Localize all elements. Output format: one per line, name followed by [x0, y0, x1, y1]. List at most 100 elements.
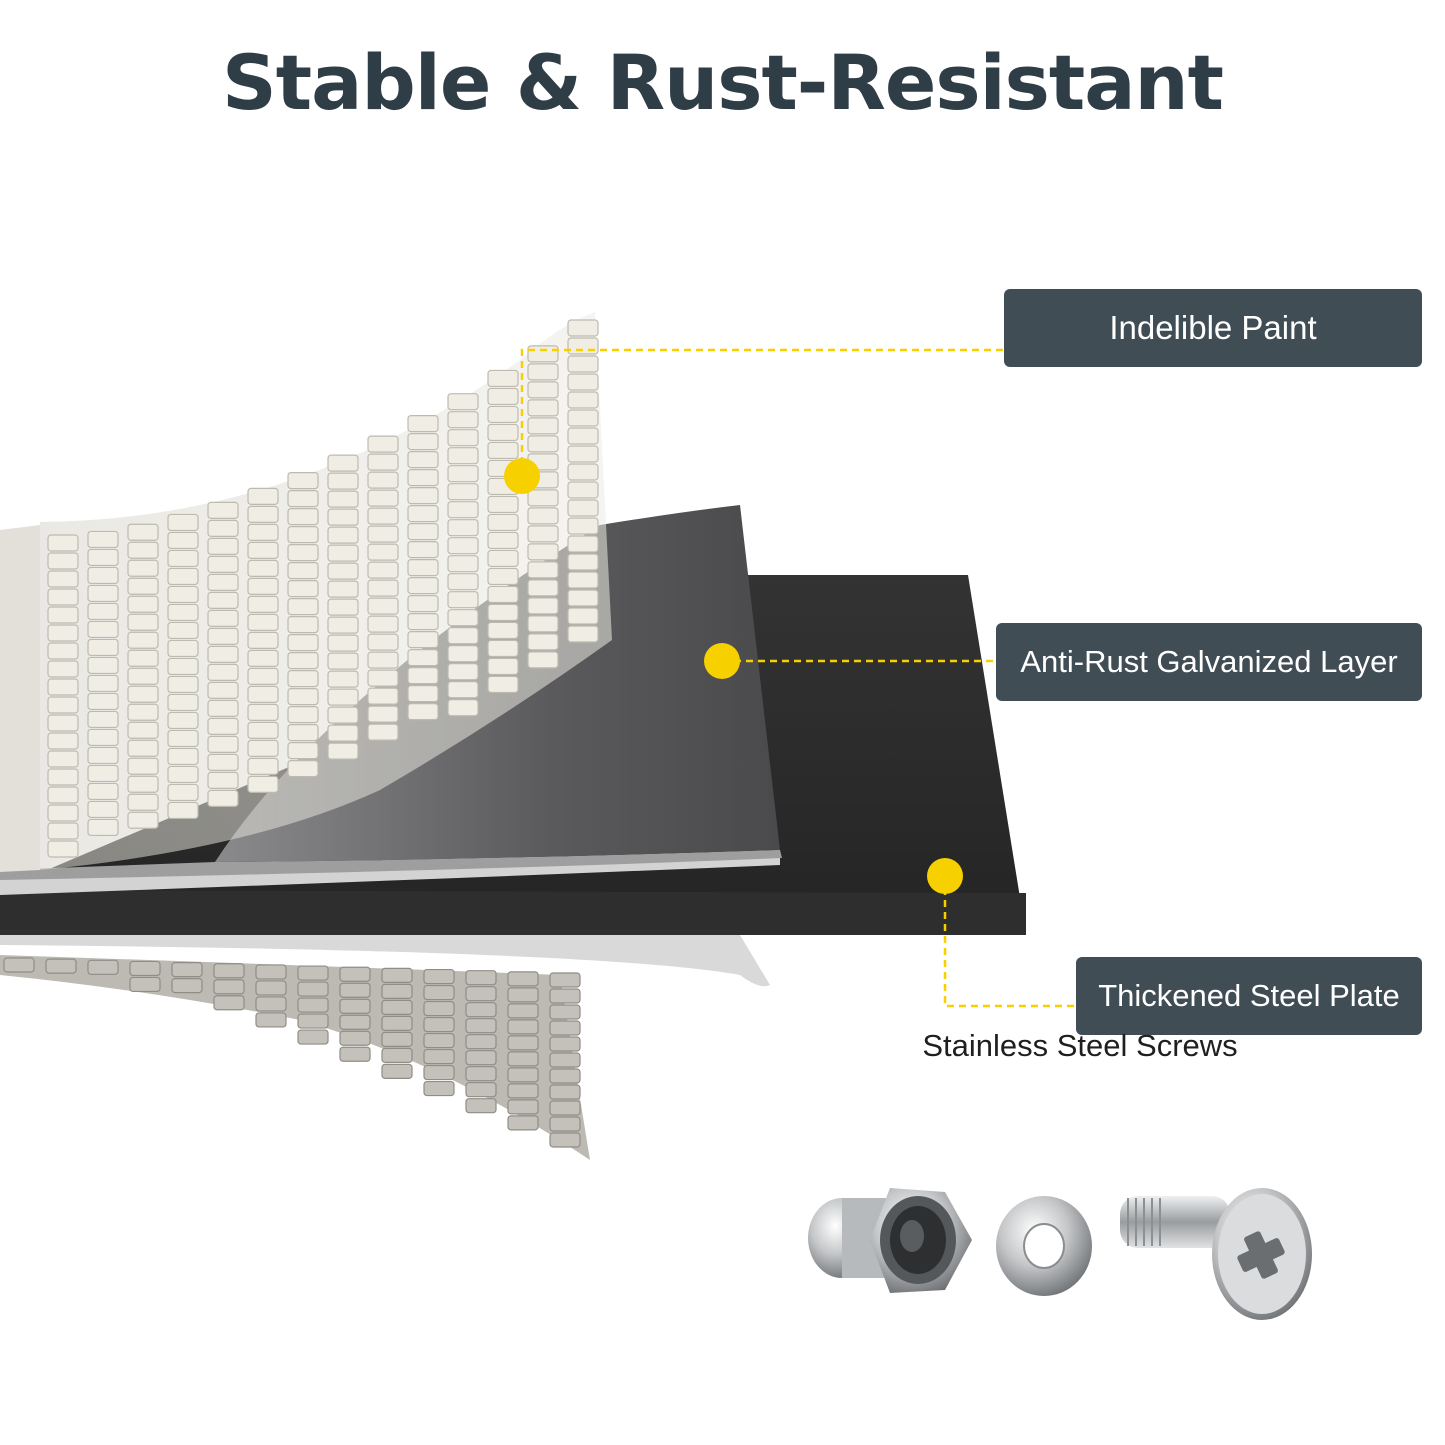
paint-block [213, 995, 245, 1011]
paint-block [127, 559, 159, 577]
leader-lines [520, 348, 1076, 1008]
paint-block [407, 649, 439, 667]
paint-block [247, 721, 279, 739]
paint-block [407, 433, 439, 451]
paint-block [549, 1116, 581, 1132]
paint-block [549, 1036, 581, 1052]
paint-block [167, 801, 199, 820]
paint-block [247, 595, 279, 613]
paint-block [127, 685, 159, 703]
paint-block [129, 960, 161, 977]
galvanized-layer-lower [0, 930, 770, 987]
paint-block [407, 667, 439, 685]
paint-block [287, 472, 319, 490]
paint-block [287, 526, 319, 544]
paint-block [127, 793, 159, 811]
paint-block [287, 490, 319, 508]
paint-block [247, 667, 279, 685]
paint-block [367, 507, 399, 525]
paint-block [447, 663, 479, 681]
paint-block [247, 703, 279, 721]
paint-block [381, 1047, 413, 1063]
paint-block [167, 513, 199, 532]
paint-block [447, 501, 479, 519]
paint-block [507, 1051, 539, 1067]
paint-block [487, 585, 519, 604]
paint-block [465, 1002, 497, 1018]
paint-block [247, 505, 279, 523]
paint-block [87, 728, 119, 747]
paint-block [247, 487, 279, 505]
paint-block [47, 732, 79, 750]
paint-block [465, 1018, 497, 1034]
paint-block [167, 765, 199, 784]
paint-block [247, 523, 279, 541]
leader-line-steel [943, 876, 1076, 1008]
paint-block [167, 783, 199, 802]
paint-block [247, 685, 279, 703]
paint-block [549, 1004, 581, 1020]
paint-block [129, 976, 161, 993]
paint-block [327, 454, 359, 472]
paint-block [167, 675, 199, 694]
paint-block [407, 523, 439, 541]
paint-block [247, 577, 279, 595]
paint-block [567, 319, 599, 337]
paint-layer [0, 312, 612, 872]
paint-block [327, 670, 359, 688]
paint-block [447, 573, 479, 591]
paint-block [45, 958, 77, 974]
paint-block [507, 987, 539, 1003]
paint-block [567, 571, 599, 589]
paint-block [47, 750, 79, 768]
paint-block [367, 633, 399, 651]
paint-block [423, 1048, 455, 1065]
paint-block [287, 508, 319, 526]
paint-block [447, 537, 479, 555]
paint-block [167, 585, 199, 604]
paint-block [465, 986, 497, 1002]
paint-block [465, 1098, 497, 1114]
paint-block [549, 1068, 581, 1084]
paint-block [367, 543, 399, 561]
paint-block [367, 471, 399, 489]
paint-block [447, 681, 479, 699]
paint-block [367, 561, 399, 579]
paint-block [167, 567, 199, 586]
paint-block [407, 613, 439, 631]
screws-caption: Stainless Steel Screws [922, 1028, 1238, 1063]
paint-block [327, 562, 359, 580]
paint-block [207, 537, 239, 555]
paint-block [507, 1019, 539, 1035]
paint-block [527, 435, 559, 453]
paint-block [127, 613, 159, 631]
paint-block [87, 782, 119, 801]
paint-block [527, 525, 559, 543]
paint-block [447, 519, 479, 537]
paint-block [255, 996, 287, 1012]
paint-block [287, 652, 319, 670]
paint-block [407, 685, 439, 703]
paint-block [527, 507, 559, 525]
paint-block [367, 669, 399, 687]
paint-block [527, 633, 559, 651]
paint-block [447, 429, 479, 447]
paint-block [487, 639, 519, 658]
paint-block [87, 764, 119, 783]
paint-block [87, 959, 119, 975]
paint-block [87, 710, 119, 729]
paint-block [423, 1064, 455, 1081]
paint-block [367, 453, 399, 471]
paint-block [87, 620, 119, 639]
paint-block [567, 589, 599, 607]
paint-block [527, 561, 559, 579]
paint-block [297, 1029, 329, 1045]
paint-block [207, 573, 239, 591]
paint-block [167, 603, 199, 622]
paint-block [207, 501, 239, 519]
paint-block [47, 822, 79, 840]
paint-block [487, 675, 519, 694]
paint-block [549, 1052, 581, 1068]
paint-block [487, 441, 519, 460]
